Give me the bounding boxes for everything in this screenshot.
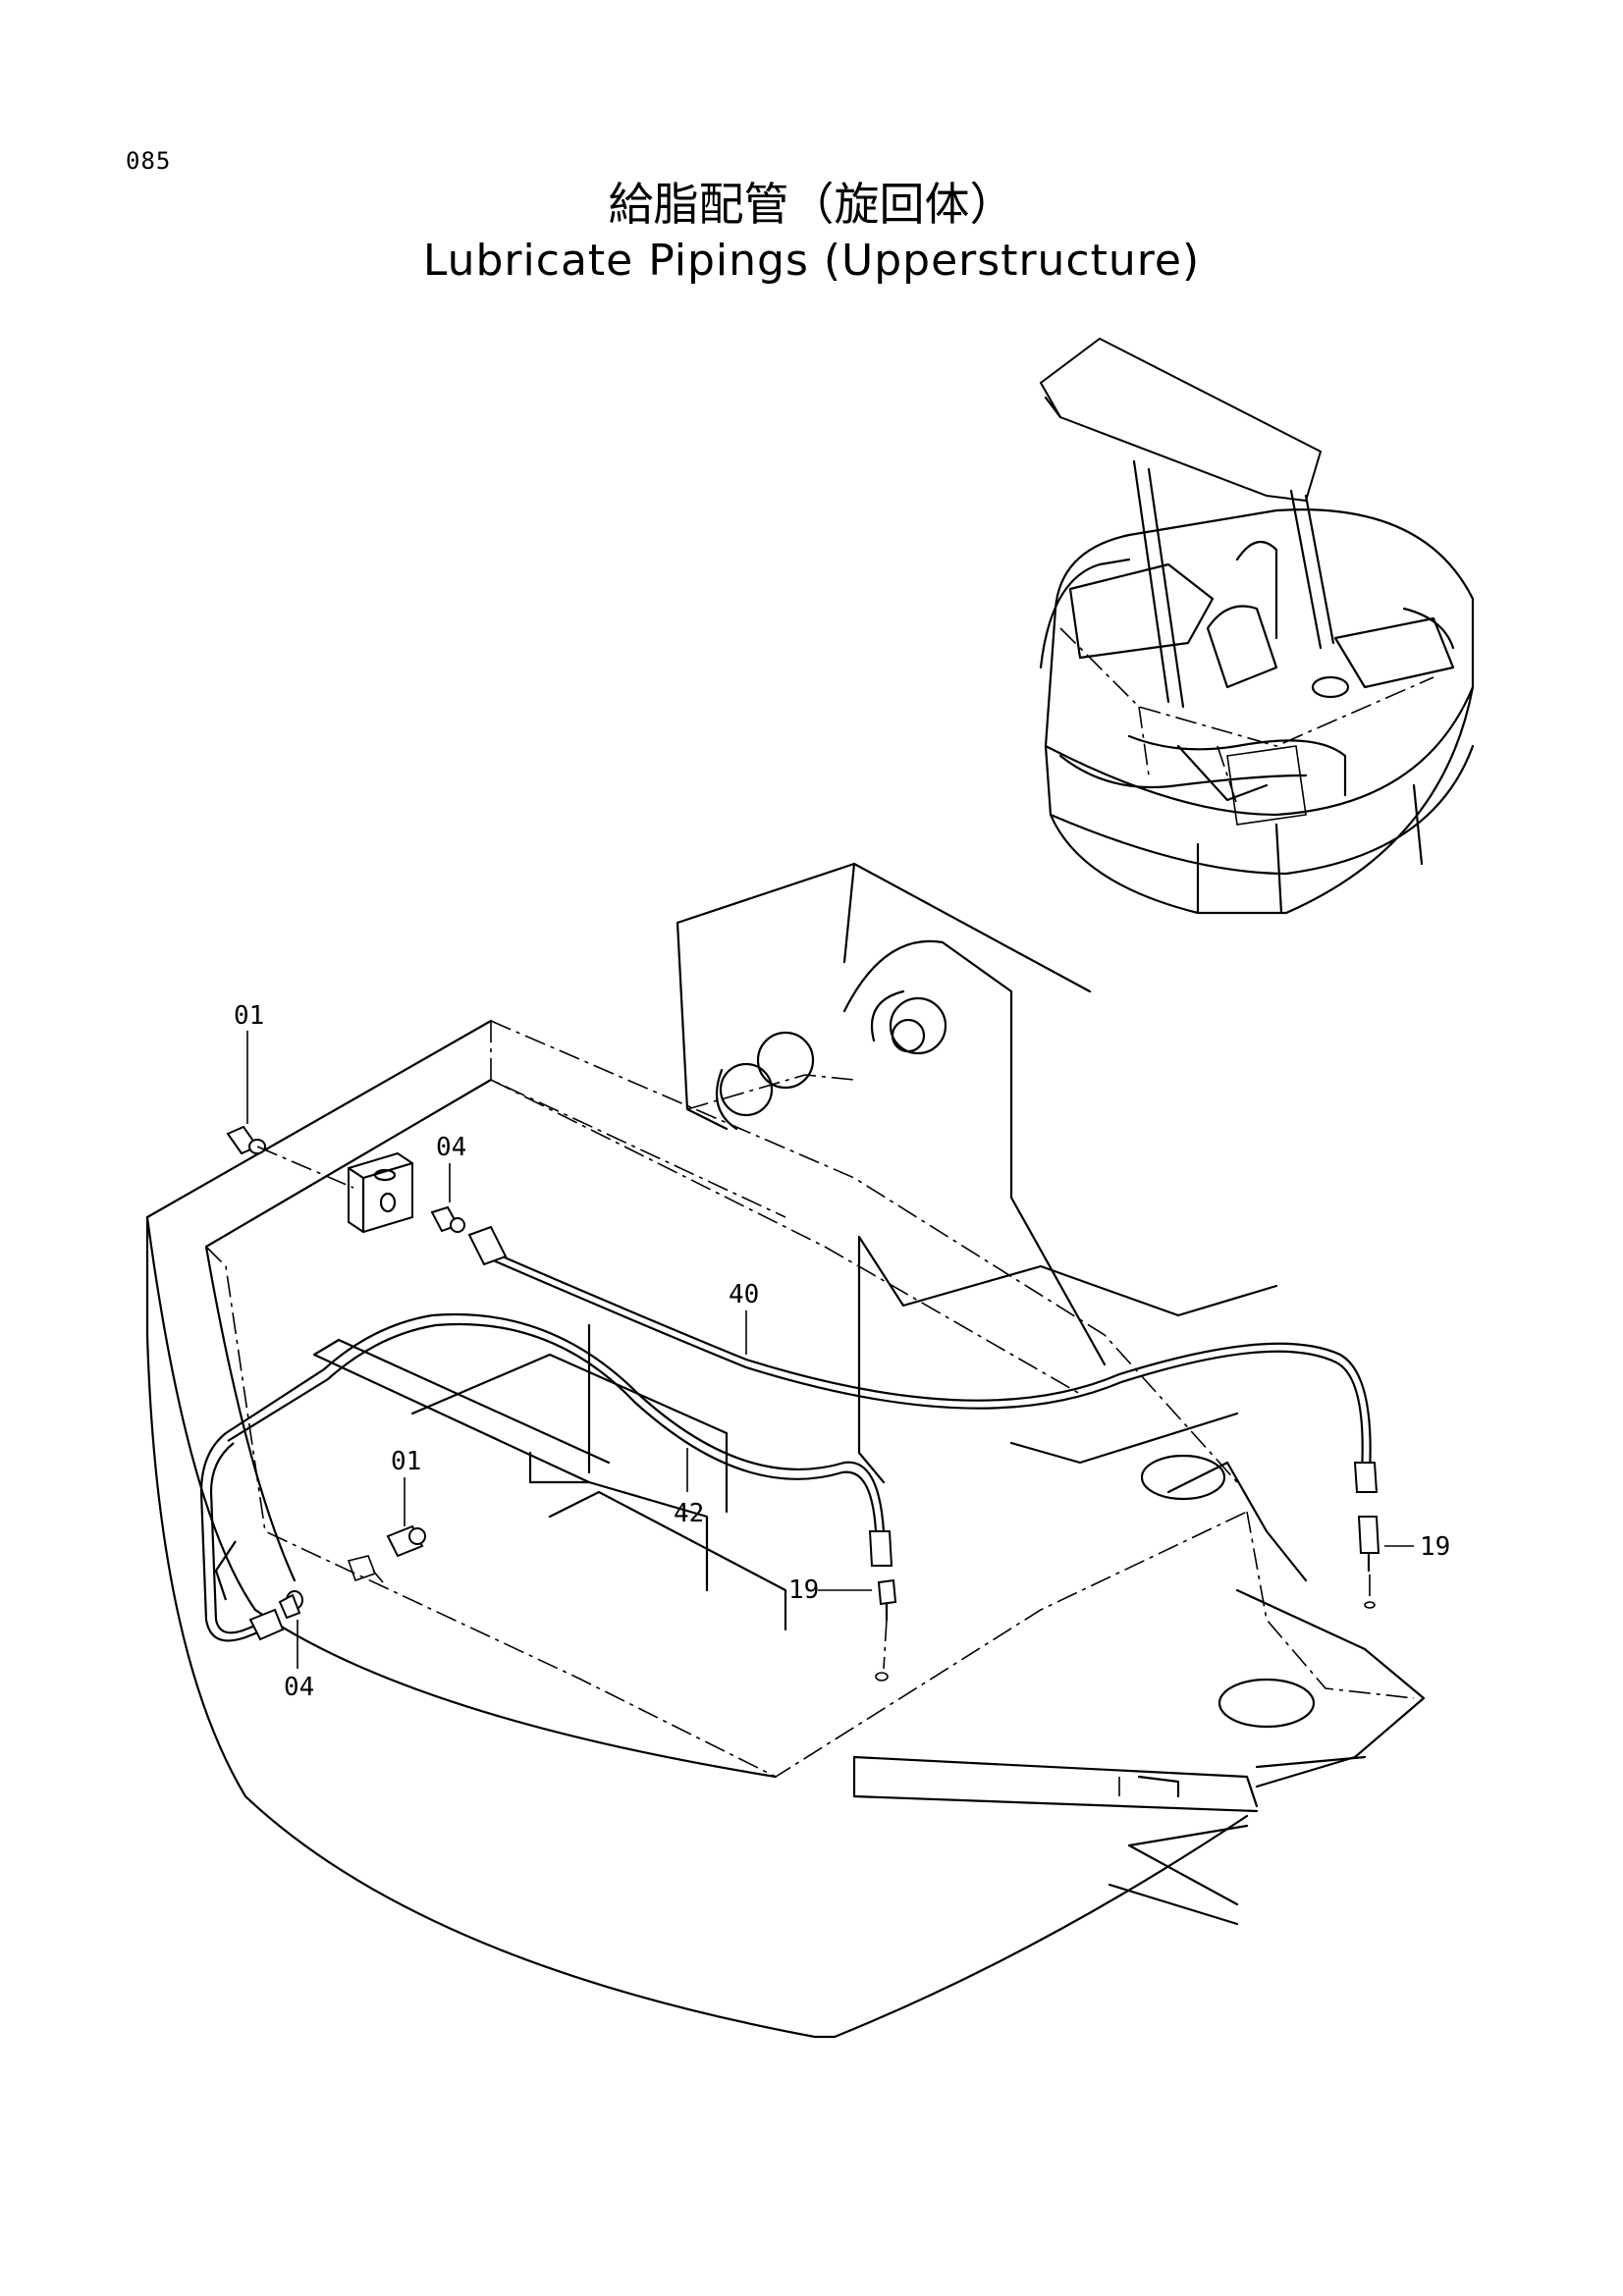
callout-42: 42 bbox=[674, 1499, 704, 1528]
fitting-04-top bbox=[430, 1205, 465, 1233]
callout-01-top: 01 bbox=[234, 1001, 264, 1031]
upperstructure-frame-drawing bbox=[145, 862, 1426, 2039]
callout-19-right: 19 bbox=[1420, 1532, 1450, 1562]
page-number: 085 bbox=[126, 147, 172, 175]
lubricate-hoses bbox=[199, 1250, 1372, 1642]
grease-nipple-01-top bbox=[226, 1125, 354, 1189]
callout-04-top: 04 bbox=[436, 1133, 466, 1162]
callout-01-lower: 01 bbox=[391, 1447, 421, 1476]
callout-40: 40 bbox=[729, 1280, 759, 1309]
grease-nipple-01-lower bbox=[347, 1524, 426, 1583]
fitting-04-lower bbox=[248, 1590, 303, 1641]
title-english: Lubricate Pipings (Upperstructure) bbox=[422, 236, 1201, 286]
callout-19-middle: 19 bbox=[788, 1575, 819, 1605]
fittings bbox=[226, 1125, 1380, 1682]
callout-04-lower: 04 bbox=[284, 1673, 314, 1702]
callout-leaders bbox=[246, 1031, 1414, 1669]
title-japanese: 給脂配管（旋回体） bbox=[608, 178, 1015, 231]
machine-overview-illustration bbox=[1039, 337, 1475, 915]
